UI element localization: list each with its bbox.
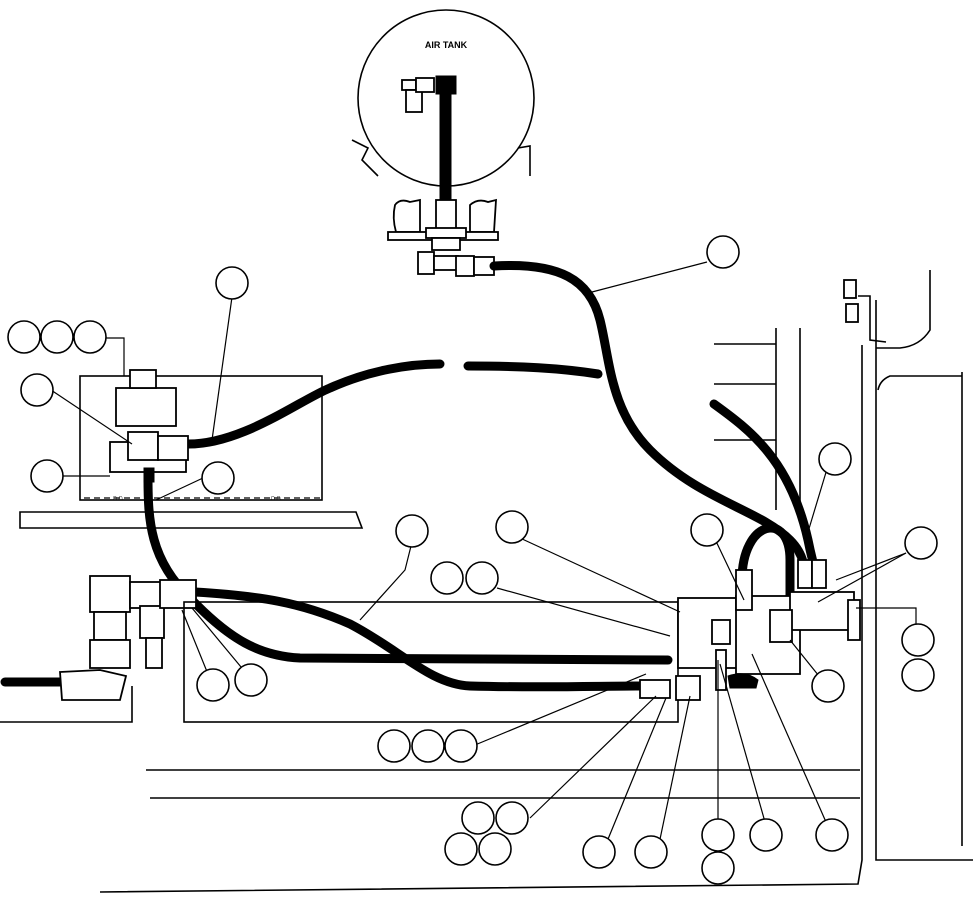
- callout-c26: [444, 832, 478, 866]
- callout-c16: [901, 623, 935, 657]
- callout-c10: [495, 510, 529, 544]
- callout-c29: [634, 835, 668, 869]
- left-valve-assembly: ∩∩ ∩∩: [19, 369, 364, 529]
- callout-c15: [904, 526, 938, 560]
- callout-c31: [701, 851, 735, 885]
- callout-c18: [811, 669, 845, 703]
- callout-c1: [706, 235, 740, 269]
- callout-c22: [411, 729, 445, 763]
- callout-c32: [749, 818, 783, 852]
- lower-left-valve: [0, 575, 197, 723]
- frame-structure: [99, 270, 973, 893]
- callout-c27: [478, 832, 512, 866]
- callout-c21: [377, 729, 411, 763]
- callout-c11: [430, 561, 464, 595]
- callout-c5: [73, 320, 107, 354]
- callout-c25: [495, 801, 529, 835]
- callout-c9: [395, 514, 429, 548]
- callout-c17: [901, 658, 935, 692]
- callout-c24: [461, 801, 495, 835]
- callout-c3: [7, 320, 41, 354]
- callout-c8: [201, 461, 235, 495]
- air-tank-label: AIR TANK: [425, 40, 468, 50]
- callout-circles: [7, 235, 938, 885]
- svg-text:∩∩: ∩∩: [112, 493, 124, 502]
- leader-lines: [50, 261, 917, 845]
- tank-tee-fitting: [387, 198, 499, 277]
- callout-c4: [40, 320, 74, 354]
- callout-c13: [690, 513, 724, 547]
- callout-c7: [30, 459, 64, 493]
- callout-c30: [701, 818, 735, 852]
- callout-c2: [215, 266, 249, 300]
- manifold-assembly: [183, 559, 861, 723]
- callout-c19: [196, 668, 230, 702]
- callout-c6: [20, 373, 54, 407]
- callout-c12: [465, 561, 499, 595]
- callout-c14: [818, 442, 852, 476]
- callout-c28: [582, 835, 616, 869]
- callout-c33: [815, 818, 849, 852]
- svg-text:∩∩: ∩∩: [270, 493, 282, 502]
- callout-c23: [444, 729, 478, 763]
- callout-c20: [234, 663, 268, 697]
- air-tank: AIR TANK: [351, 9, 535, 203]
